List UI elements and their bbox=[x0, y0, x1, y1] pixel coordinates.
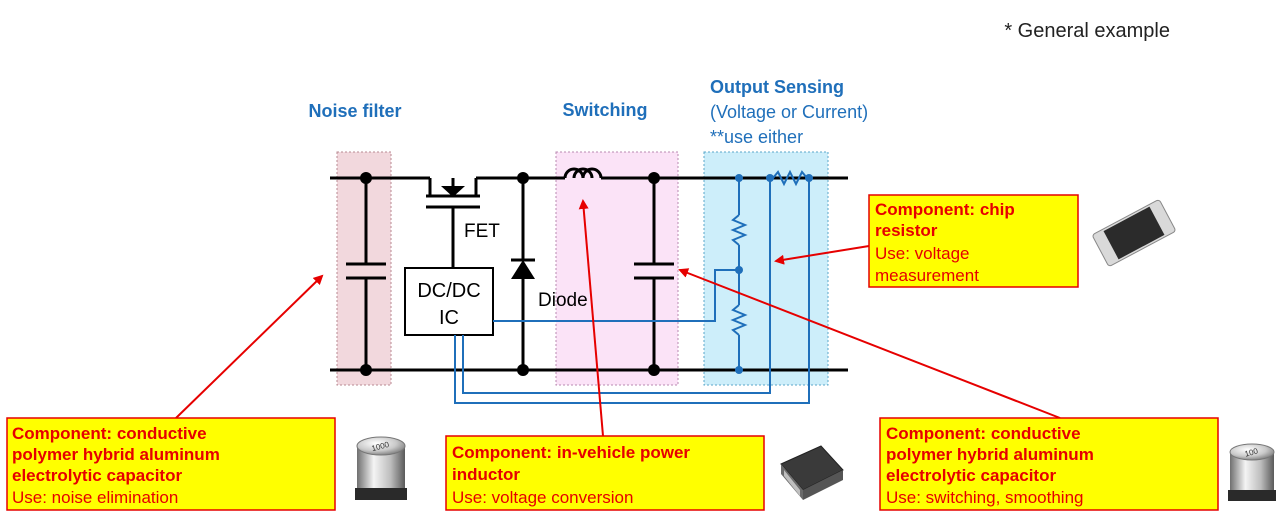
capacitor-photo: 1000 bbox=[355, 436, 407, 500]
junction-dot bbox=[735, 174, 743, 182]
inductor-coil bbox=[556, 167, 605, 180]
diode-label: Diode bbox=[538, 290, 588, 311]
callout-title: polymer hybrid aluminum bbox=[12, 445, 220, 464]
junction-dot bbox=[360, 364, 372, 376]
callout-noise-capacitor: Component: conductive polymer hybrid alu… bbox=[6, 417, 336, 511]
fet-label: FET bbox=[464, 221, 500, 242]
callout-chip-resistor: Component: chip resistor Use: voltage me… bbox=[868, 194, 1079, 288]
ic-label-line1: DC/DC bbox=[417, 280, 480, 302]
voltage-divider bbox=[730, 178, 748, 370]
callout-title: resistor bbox=[875, 221, 938, 240]
junction-dot bbox=[360, 172, 372, 184]
callout-use: Use: noise elimination bbox=[12, 488, 178, 507]
svg-text:100: 100 bbox=[1244, 446, 1260, 458]
callout-title: polymer hybrid aluminum bbox=[886, 445, 1094, 464]
output-sensing-note: **use either bbox=[710, 127, 803, 147]
callout-use: Use: switching, smoothing bbox=[886, 488, 1083, 507]
callout-title: Component: chip bbox=[875, 200, 1015, 219]
callout-title: inductor bbox=[452, 465, 520, 484]
callout-title: Component: conductive bbox=[886, 424, 1081, 443]
feedback-wiring bbox=[454, 178, 810, 404]
noise-filter-heading: Noise filter bbox=[308, 101, 401, 121]
callout-title: electrolytic capacitor bbox=[886, 466, 1056, 485]
junction-dot bbox=[648, 364, 660, 376]
switching-heading: Switching bbox=[563, 100, 648, 120]
chip-resistor-photo bbox=[1092, 199, 1176, 267]
callout-title: Component: in-vehicle power bbox=[452, 443, 690, 462]
junction-dot bbox=[517, 364, 529, 376]
callout-use: Use: voltage bbox=[875, 244, 970, 263]
callout-title: electrolytic capacitor bbox=[12, 466, 182, 485]
callout-use: Use: voltage conversion bbox=[452, 488, 633, 507]
output-sensing-zone bbox=[703, 151, 829, 386]
output-sensing-subheading: (Voltage or Current) bbox=[710, 102, 868, 122]
junction-dot bbox=[517, 172, 529, 184]
noise-capacitor-symbol bbox=[346, 178, 386, 370]
junction-dot bbox=[735, 366, 743, 374]
callout-title: Component: conductive bbox=[12, 424, 207, 443]
ic-label-line2: IC bbox=[439, 307, 459, 329]
callout-power-inductor: Component: in-vehicle power inductor Use… bbox=[445, 435, 765, 511]
smoothing-capacitor-symbol bbox=[634, 178, 674, 370]
switching-zone bbox=[555, 151, 679, 386]
callout-use: measurement bbox=[875, 266, 979, 285]
fet-arrow bbox=[441, 186, 465, 197]
junction-dot bbox=[648, 172, 660, 184]
current-sense-resistor bbox=[772, 169, 808, 187]
dcdc-ic-block bbox=[404, 267, 494, 336]
capacitor-photo: 100 bbox=[1228, 443, 1276, 501]
output-sensing-heading: Output Sensing bbox=[710, 77, 844, 97]
general-example-note: * General example bbox=[1004, 20, 1170, 42]
noise-filter-zone bbox=[336, 151, 392, 386]
callout-smoothing-capacitor: Component: conductive polymer hybrid alu… bbox=[879, 417, 1219, 511]
callout-arrows bbox=[175, 199, 1061, 437]
inductor-photo bbox=[780, 445, 844, 500]
diode-triangle bbox=[511, 260, 535, 279]
